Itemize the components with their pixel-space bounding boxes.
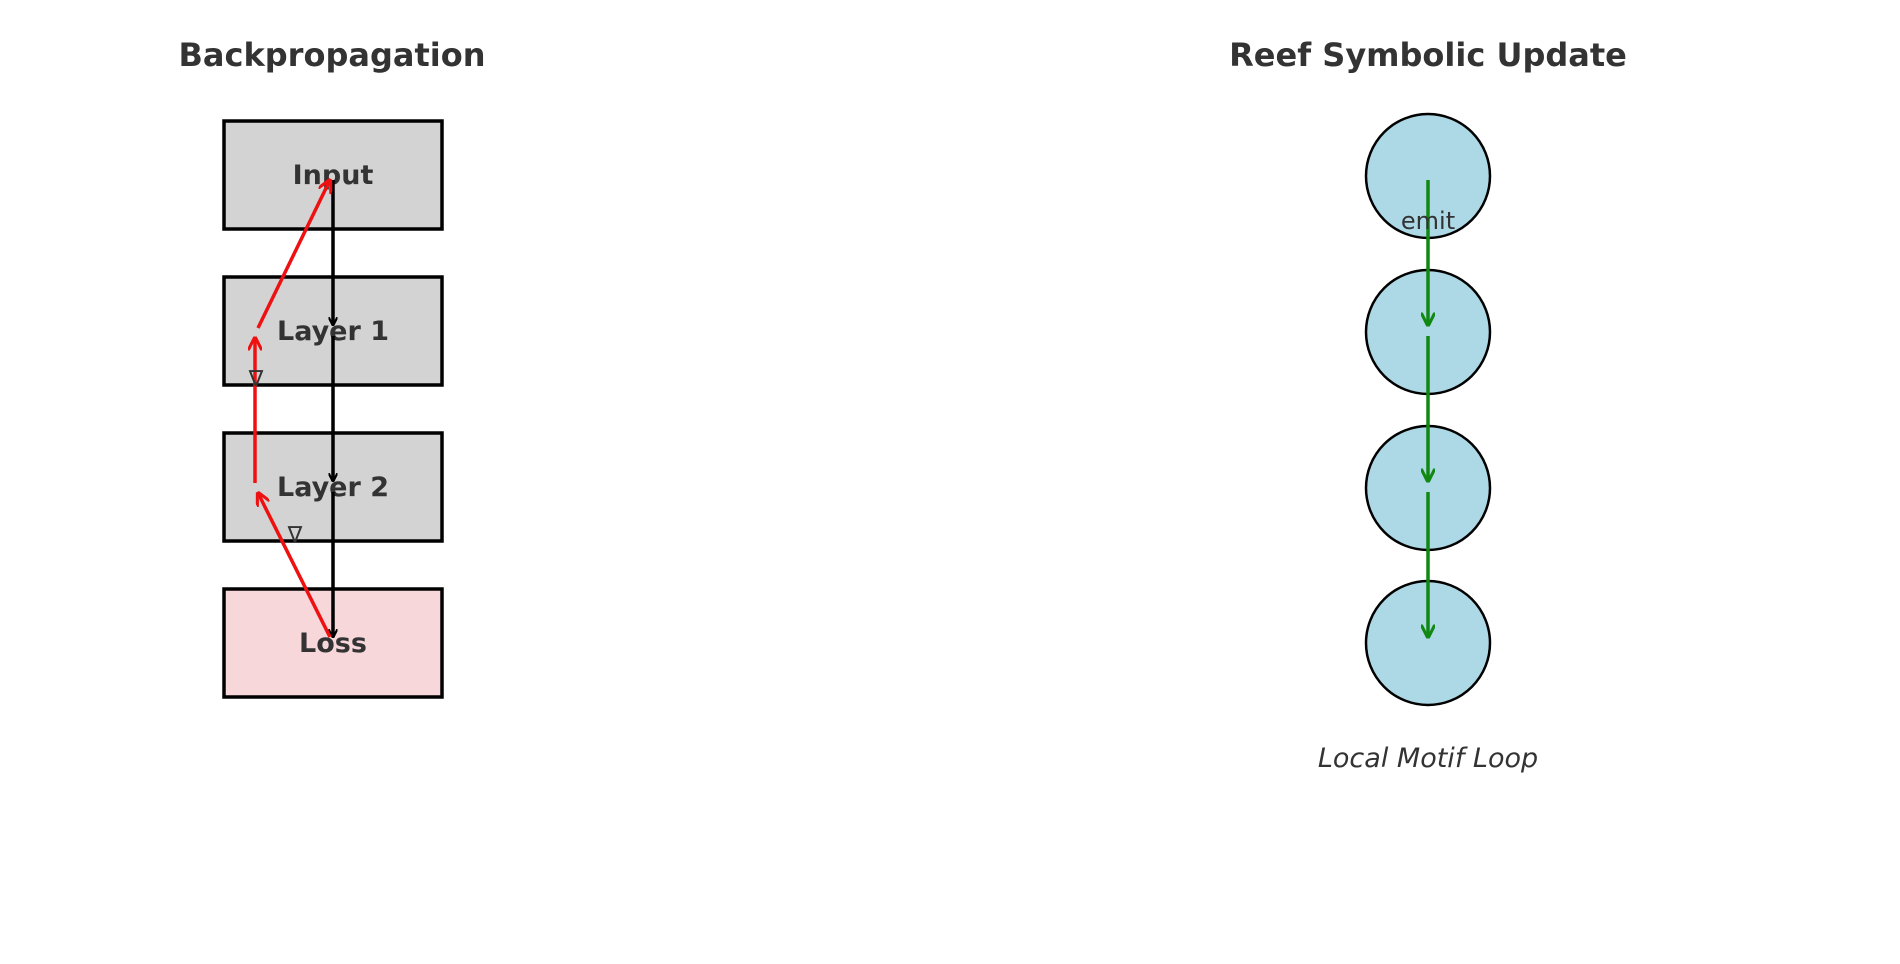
emit-label: emit xyxy=(1401,207,1455,235)
backprop-title: Backpropagation xyxy=(179,36,486,74)
gradient-symbol-layer1: ∇ xyxy=(248,367,264,392)
reef-caption: Local Motif Loop xyxy=(1318,743,1538,774)
reef-panel: Reef Symbolic Update emit Local Motif Lo… xyxy=(1229,36,1627,774)
reef-title: Reef Symbolic Update xyxy=(1229,36,1627,74)
backward-arrow-loss-to-layer2 xyxy=(258,493,332,638)
backprop-panel: Backpropagation Input Layer 1 Layer 2 Lo… xyxy=(179,36,486,699)
gradient-symbol-layer2: ∇ xyxy=(287,523,303,548)
backward-arrow-layer1-to-input xyxy=(256,180,330,329)
